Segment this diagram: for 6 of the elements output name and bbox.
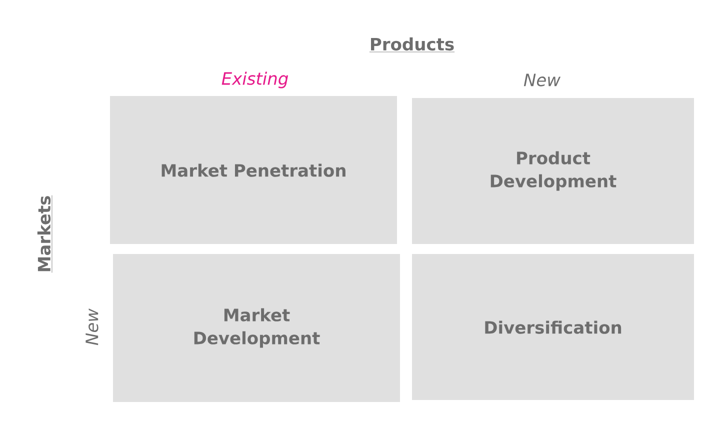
axis-title: Markets [37, 195, 52, 273]
strategy-box: Product Development [412, 98, 694, 244]
strategy-box: Market Development [113, 254, 400, 402]
strategy-box: Diversification [412, 254, 694, 400]
strategy-box: Market Penetration [110, 96, 397, 244]
axis-title: Products [369, 37, 455, 52]
